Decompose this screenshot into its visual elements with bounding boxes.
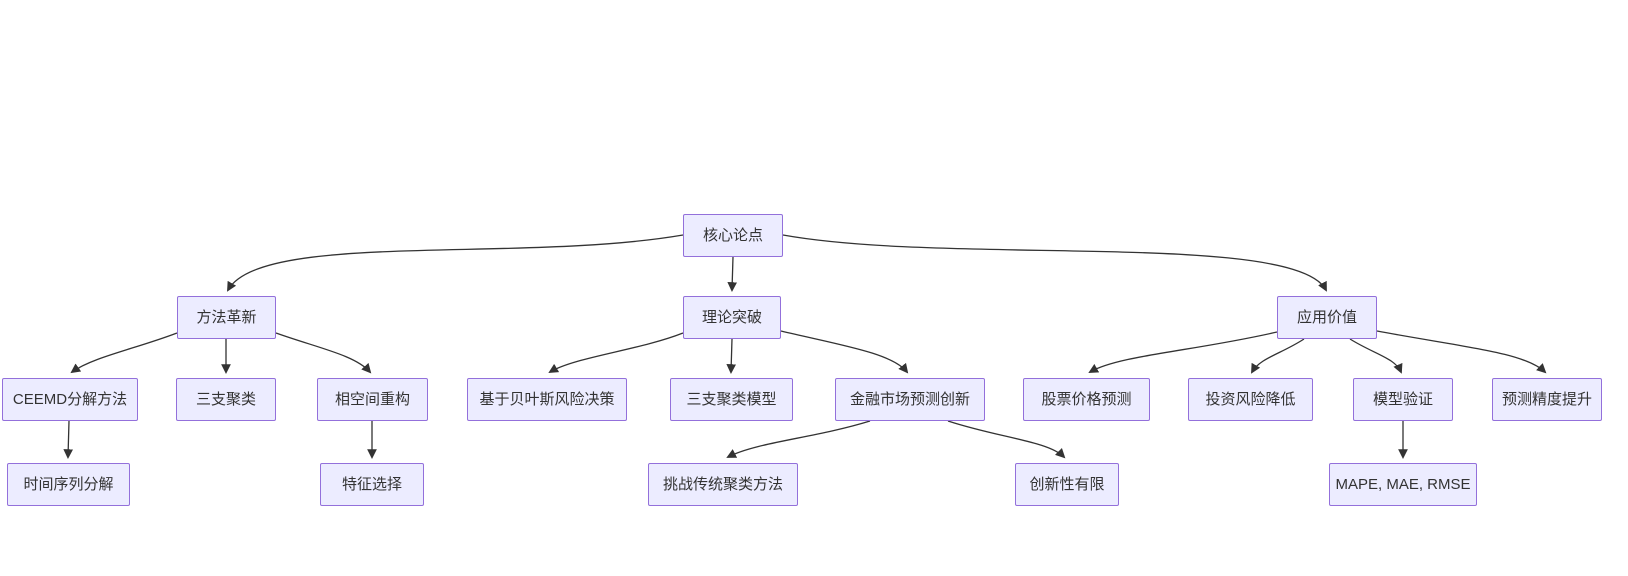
node-stock-price-prediction: 股票价格预测 [1023,378,1150,421]
node-investment-risk-reduction-label: 投资风险降低 [1205,391,1296,408]
edge-method-innovation-to-phase-space-reconstruction [275,332,372,374]
edge-core-thesis-to-theory-breakthrough [727,256,738,292]
node-investment-risk-reduction: 投资风险降低 [1188,378,1313,421]
node-challenge-traditional-clustering: 挑战传统聚类方法 [648,463,798,506]
edge-financial-market-forecast-innovation-to-limited-novelty [947,420,1066,459]
node-feature-selection-label: 特征选择 [341,476,402,493]
node-core-thesis-label: 核心论点 [702,227,763,244]
node-bayesian-risk-decision: 基于贝叶斯风险决策 [467,378,627,421]
node-bayesian-risk-decision-label: 基于贝叶斯风险决策 [479,391,615,408]
node-limited-novelty-label: 创新性有限 [1029,476,1105,493]
edge-theory-breakthrough-to-three-way-clustering-model [726,338,737,374]
node-time-series-decomposition: 时间序列分解 [7,463,130,506]
node-error-metrics-label: MAPE, MAE, RMSE [1335,476,1471,493]
node-application-value-label: 应用价值 [1296,309,1357,326]
node-phase-space-reconstruction: 相空间重构 [317,378,428,421]
node-theory-breakthrough-label: 理论突破 [701,309,762,326]
node-ceemd-decomposition-label: CEEMD分解方法 [12,391,128,408]
node-prediction-accuracy-improvement-label: 预测精度提升 [1501,391,1592,408]
node-three-way-clustering: 三支聚类 [176,378,276,421]
node-time-series-decomposition-label: 时间序列分解 [23,476,114,493]
node-model-validation: 模型验证 [1353,378,1453,421]
edge-method-innovation-to-ceemd-decomposition [70,332,178,374]
node-three-way-clustering-label: 三支聚类 [195,391,256,408]
node-error-metrics: MAPE, MAE, RMSE [1329,463,1477,506]
node-theory-breakthrough: 理论突破 [683,296,781,339]
edge-application-value-to-investment-risk-reduction [1251,338,1305,374]
node-application-value: 应用价值 [1277,296,1377,339]
edge-ceemd-decomposition-to-time-series-decomposition [63,420,74,459]
node-limited-novelty: 创新性有限 [1015,463,1119,506]
edge-core-thesis-to-application-value [782,234,1327,292]
node-stock-price-prediction-label: 股票价格预测 [1041,391,1132,408]
edge-theory-breakthrough-to-bayesian-risk-decision [548,332,684,374]
edge-core-thesis-to-method-innovation [227,234,684,292]
node-prediction-accuracy-improvement: 预测精度提升 [1492,378,1602,421]
node-method-innovation: 方法革新 [177,296,276,339]
node-phase-space-reconstruction-label: 相空间重构 [334,391,410,408]
node-core-thesis: 核心论点 [683,214,783,257]
edge-financial-market-forecast-innovation-to-challenge-traditional-clustering [726,420,871,458]
edge-application-value-to-stock-price-prediction [1088,331,1278,373]
edge-application-value-to-prediction-accuracy-improvement [1376,330,1547,374]
edge-theory-breakthrough-to-financial-market-forecast-innovation [780,330,909,374]
node-method-innovation-label: 方法革新 [196,309,257,326]
node-ceemd-decomposition: CEEMD分解方法 [2,378,138,421]
node-financial-market-forecast-innovation: 金融市场预测创新 [835,378,985,421]
node-challenge-traditional-clustering-label: 挑战传统聚类方法 [662,476,783,493]
node-model-validation-label: 模型验证 [1372,391,1433,408]
node-three-way-clustering-model-label: 三支聚类模型 [686,391,777,408]
node-feature-selection: 特征选择 [320,463,424,506]
node-financial-market-forecast-innovation-label: 金融市场预测创新 [849,391,970,408]
node-three-way-clustering-model: 三支聚类模型 [670,378,793,421]
edge-application-value-to-model-validation [1349,338,1403,374]
